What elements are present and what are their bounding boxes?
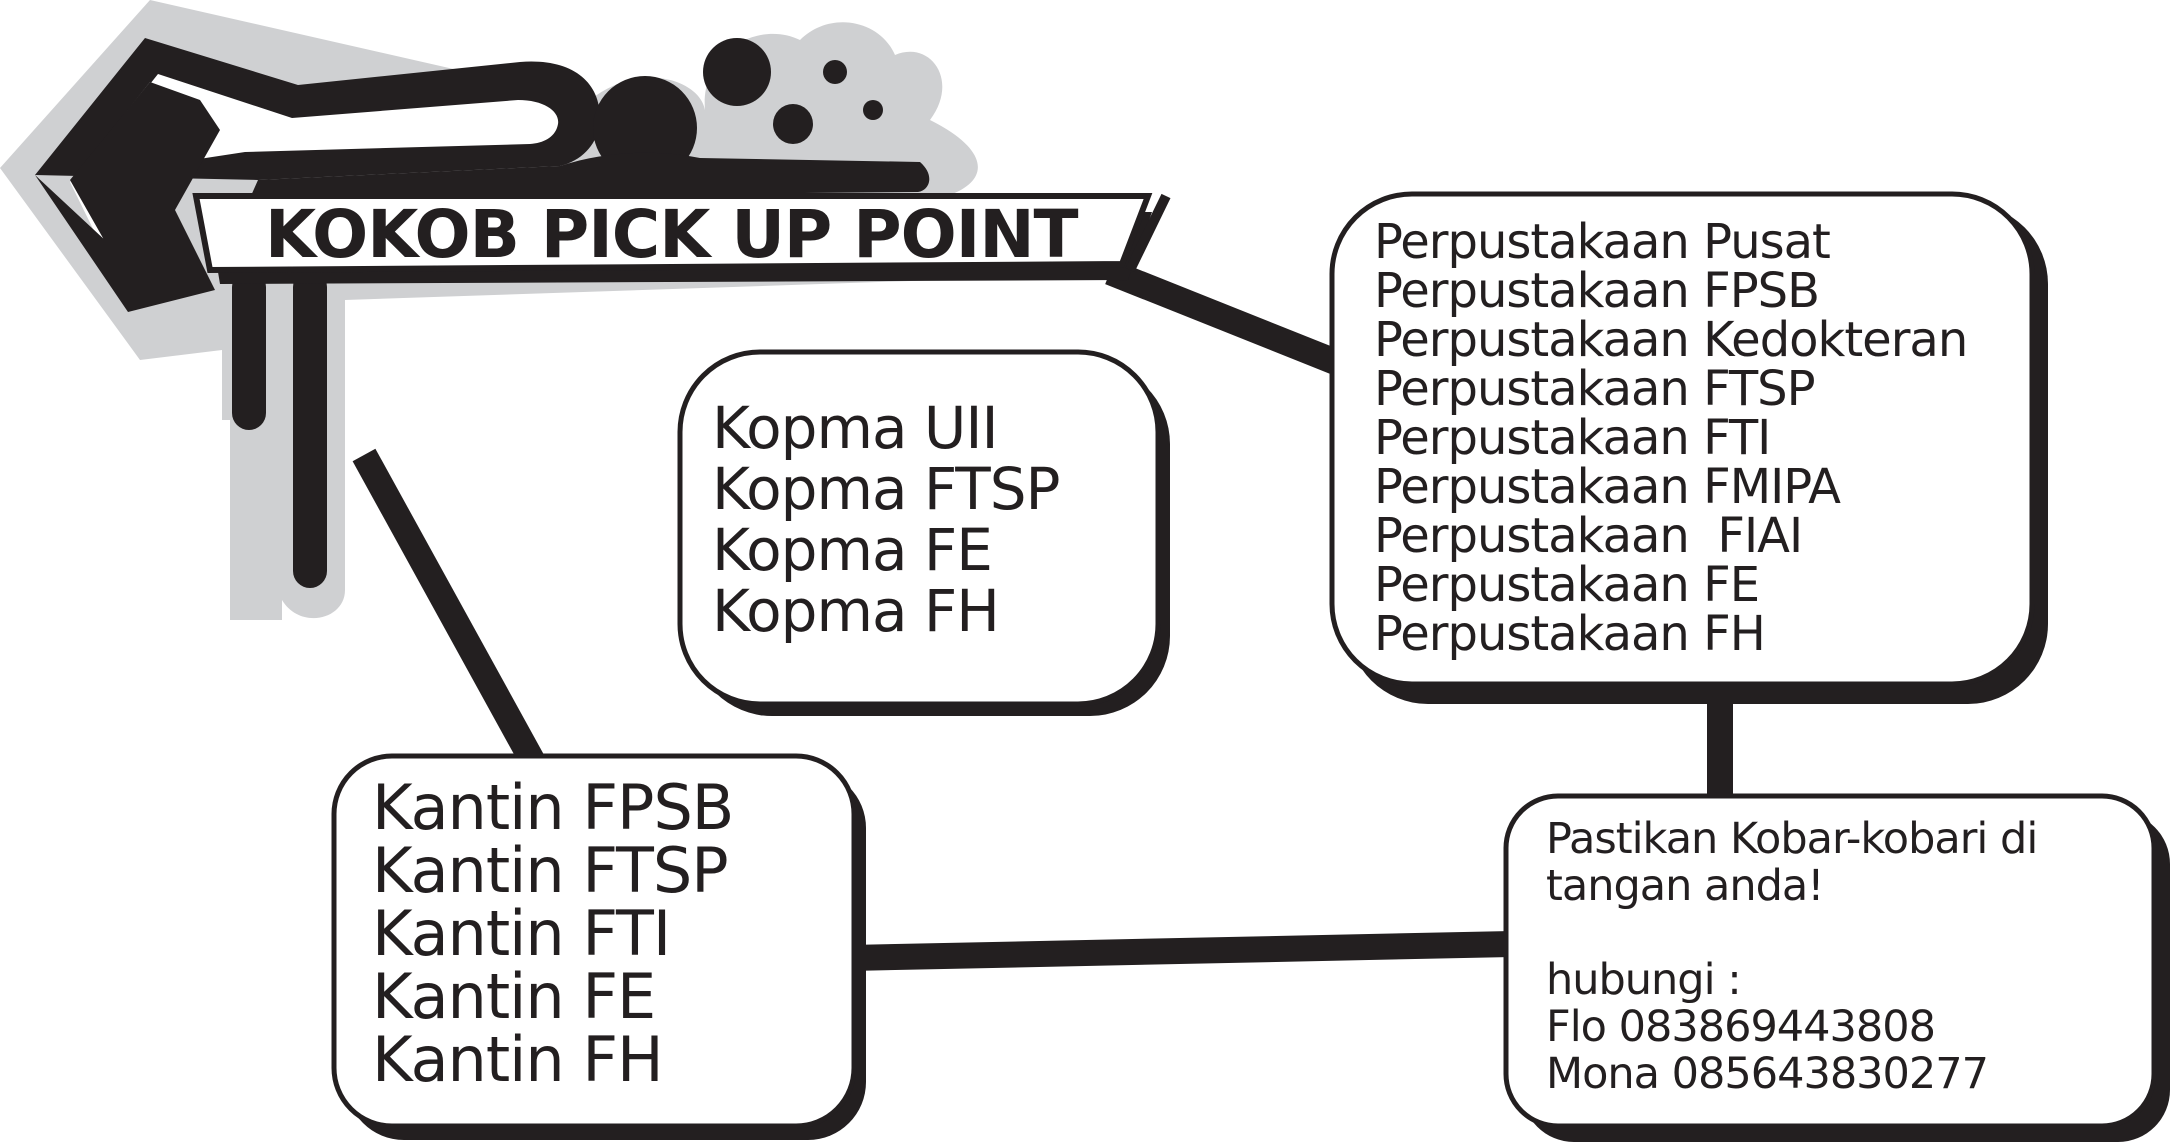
kantin-item: Kantin FPSB — [372, 771, 734, 844]
perpustakaan-list: Perpustakaan Pusat Perpustakaan FPSB Per… — [1374, 214, 1968, 662]
banner-slash — [1125, 193, 1171, 273]
connector-drip-kantin — [352, 448, 544, 767]
perpustakaan-item: Perpustakaan FPSB — [1374, 263, 1820, 319]
drip-left — [232, 270, 266, 430]
kopma-item: Kopma FTSP — [712, 455, 1060, 523]
connector-lines — [352, 259, 1733, 971]
bottle-side — [35, 82, 220, 312]
connector-kantin-contact — [849, 931, 1513, 971]
title-banner — [192, 193, 1171, 284]
kantin-item: Kantin FE — [372, 960, 656, 1033]
kantin-box-face — [331, 753, 857, 1129]
bubble-tiny-2 — [863, 100, 883, 120]
contact-phone: Mona 085643830277 — [1546, 1049, 1989, 1099]
kantin-item: Kantin FH — [372, 1023, 664, 1096]
contact-label: hubungi : — [1546, 955, 1742, 1005]
kopma-item: Kopma FH — [712, 577, 1000, 645]
perpustakaan-item: Perpustakaan FIAI — [1374, 508, 1803, 564]
perpustakaan-item: Perpustakaan FTSP — [1374, 361, 1816, 417]
kopma-item: Kopma UII — [712, 394, 999, 462]
contact-spacer — [1546, 910, 2037, 957]
perpustakaan-box — [1329, 191, 2048, 704]
perpustakaan-item: Perpustakaan FE — [1374, 557, 1760, 613]
contact-phone: Flo 083869443808 — [1546, 1002, 1936, 1052]
kopma-box-face — [677, 349, 1161, 707]
bubble-medium — [703, 38, 771, 106]
perpustakaan-item: Perpustakaan Pusat — [1374, 214, 1831, 270]
page-title: KOKOB PICK UP POINT — [265, 196, 1079, 273]
perpustakaan-item: Perpustakaan FH — [1374, 606, 1766, 662]
foam-band — [250, 152, 930, 198]
contact-info: Pastikan Kobar-kobari di tangan anda! hu… — [1546, 814, 2038, 1099]
perpustakaan-item: Perpustakaan FMIPA — [1374, 459, 1841, 515]
banner-face — [192, 193, 1153, 274]
contact-box-face — [1503, 793, 2157, 1129]
kantin-list: Kantin FPSB Kantin FTSP Kantin FTI Kanti… — [372, 771, 734, 1096]
contact-message: tangan anda! — [1546, 861, 1825, 911]
connector-banner-perpustakaan — [1105, 259, 1353, 380]
bubble-small — [773, 104, 813, 144]
bottle-logo — [0, 0, 978, 620]
contact-box — [1503, 793, 2170, 1142]
perpustakaan-item: Perpustakaan FTI — [1374, 410, 1771, 466]
kopma-list: Kopma UII Kopma FTSP Kopma FE Kopma FH — [712, 398, 1060, 642]
kantin-box — [331, 753, 866, 1140]
contact-message: Pastikan Kobar-kobari di — [1546, 814, 2038, 864]
drip-right — [293, 270, 327, 588]
kopma-box — [677, 349, 1170, 716]
perpustakaan-item: Perpustakaan Kedokteran — [1374, 312, 1968, 368]
kantin-item: Kantin FTSP — [372, 834, 729, 907]
bubble-tiny-1 — [823, 60, 847, 84]
kopma-item: Kopma FE — [712, 516, 993, 584]
perpustakaan-box-face — [1329, 191, 2035, 687]
kantin-item: Kantin FTI — [372, 897, 671, 970]
